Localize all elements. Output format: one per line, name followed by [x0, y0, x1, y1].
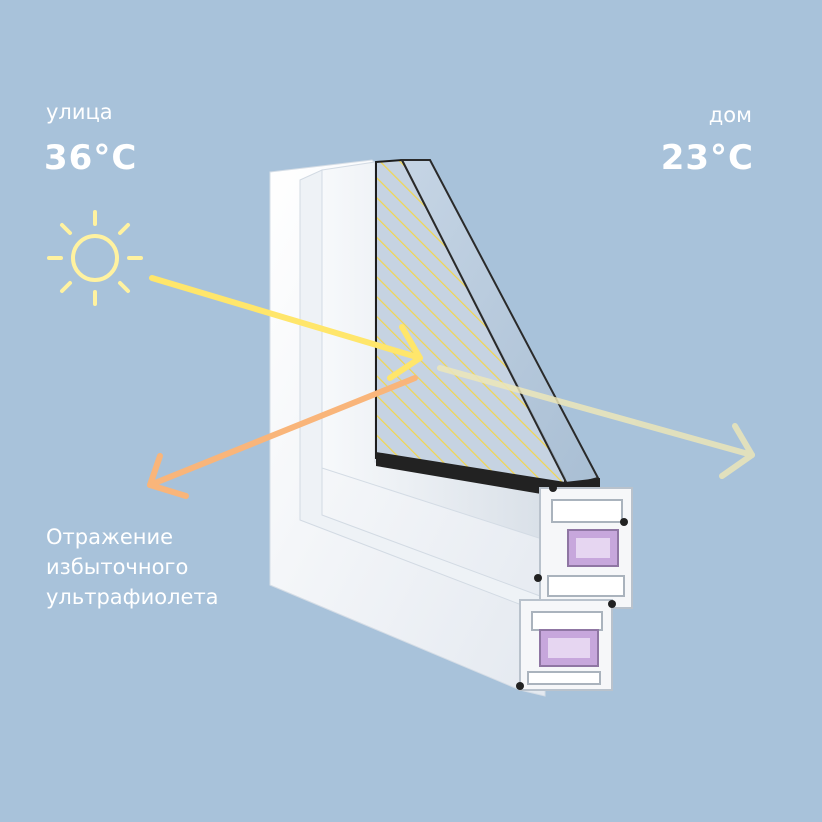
- profile-cross-section: [516, 484, 633, 691]
- inside-label: дом: [708, 103, 752, 127]
- coated-glass-pane: [375, 158, 566, 490]
- reflection-caption-line: ультрафиолета: [46, 585, 219, 609]
- outside-temperature: 36°C: [44, 138, 138, 178]
- sun-icon: [47, 210, 143, 306]
- reflection-caption: Отражение избыточного ультрафиолета: [46, 522, 286, 612]
- inside-temperature: 23°C: [660, 138, 754, 178]
- reflection-caption-line: Отражение: [46, 525, 174, 549]
- incoming-ray: [149, 275, 423, 381]
- transmitted-ray: [437, 365, 755, 479]
- reflection-caption-line: избыточного: [46, 555, 189, 579]
- outside-label: улица: [46, 100, 113, 124]
- outer-glass-pane: [400, 159, 600, 488]
- reflected-ray: [147, 375, 418, 499]
- window-profile: [269, 158, 633, 697]
- glass-spacer: [376, 452, 600, 498]
